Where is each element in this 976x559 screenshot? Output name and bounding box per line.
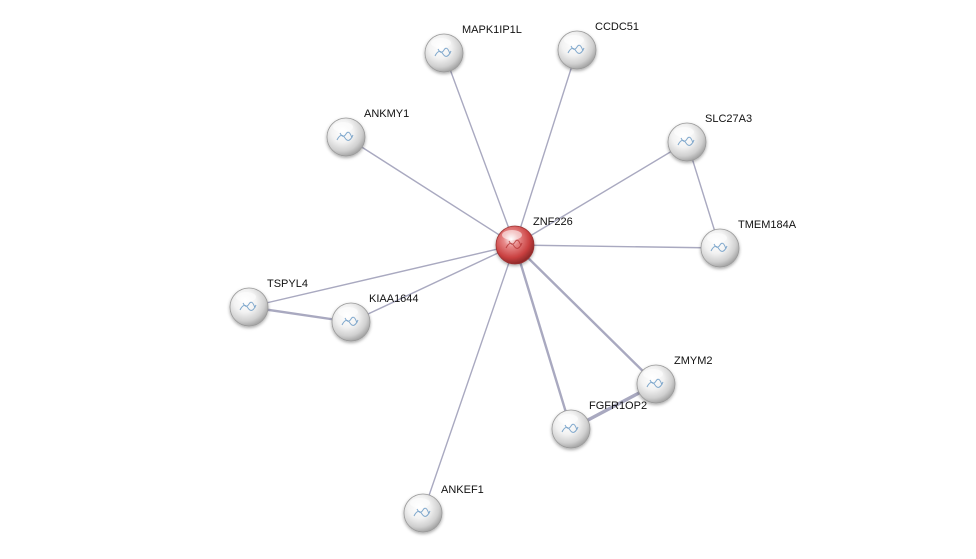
edge-znf226-ankmy1[interactable] xyxy=(345,136,516,246)
node-tmem184a[interactable]: TMEM184A xyxy=(700,219,797,268)
node-label: CCDC51 xyxy=(595,21,639,33)
node-highlight xyxy=(410,498,430,508)
node-highlight xyxy=(558,414,578,424)
protein-structure-icon xyxy=(646,378,664,388)
node-kiaa1644[interactable]: KIAA1644 xyxy=(331,293,419,342)
protein-structure-icon xyxy=(413,507,431,517)
node-label: ANKMY1 xyxy=(364,108,409,120)
node-label: KIAA1644 xyxy=(369,293,419,305)
node-fgfr1op2[interactable]: FGFR1OP2 xyxy=(551,400,647,449)
node-label: ZNF226 xyxy=(533,216,573,228)
node-highlight xyxy=(502,230,522,240)
node-highlight xyxy=(431,38,451,48)
node-tspyl4[interactable]: TSPYL4 xyxy=(229,278,308,327)
protein-structure-icon xyxy=(434,47,452,57)
node-highlight xyxy=(674,127,694,137)
node-label: ANKEF1 xyxy=(441,484,484,496)
node-label: TMEM184A xyxy=(738,219,797,231)
node-highlight xyxy=(333,122,353,132)
node-zmym2[interactable]: ZMYM2 xyxy=(636,355,713,404)
node-ankmy1[interactable]: ANKMY1 xyxy=(326,108,409,157)
edge-znf226-ccdc51[interactable] xyxy=(514,49,578,246)
node-slc27a3[interactable]: SLC27A3 xyxy=(667,113,752,162)
node-label: ZMYM2 xyxy=(674,355,713,367)
protein-structure-icon xyxy=(239,301,257,311)
node-label: SLC27A3 xyxy=(705,113,752,125)
edge-znf226-slc27a3[interactable] xyxy=(514,141,688,246)
edge-znf226-fgfr1op2[interactable] xyxy=(513,243,573,431)
node-ccdc51[interactable]: CCDC51 xyxy=(557,21,639,70)
node-highlight xyxy=(236,292,256,302)
node-mapk1ip1l[interactable]: MAPK1IP1L xyxy=(424,24,522,73)
node-highlight xyxy=(338,307,358,317)
edge-znf226-mapk1ip1l[interactable] xyxy=(443,52,516,246)
node-highlight xyxy=(707,233,727,243)
protein-structure-icon xyxy=(567,44,585,54)
protein-structure-icon xyxy=(561,423,579,433)
node-highlight xyxy=(643,369,663,379)
edge-znf226-tmem184a[interactable] xyxy=(514,244,721,249)
node-label: TSPYL4 xyxy=(267,278,308,290)
node-label: FGFR1OP2 xyxy=(589,400,647,412)
edge-znf226-ankef1[interactable] xyxy=(422,244,516,514)
edge-znf226-kiaa1644[interactable] xyxy=(350,244,516,323)
edge-znf226-zmym2[interactable] xyxy=(513,243,658,386)
edges-layer xyxy=(247,49,721,514)
protein-structure-icon xyxy=(710,242,728,252)
node-label: MAPK1IP1L xyxy=(462,24,522,36)
edge-znf226-tspyl4[interactable] xyxy=(248,244,516,308)
node-znf226[interactable]: ZNF226 xyxy=(495,216,573,265)
protein-structure-icon xyxy=(336,131,354,141)
node-highlight xyxy=(564,35,584,45)
protein-structure-icon xyxy=(341,316,359,326)
node-ankef1[interactable]: ANKEF1 xyxy=(403,484,484,533)
protein-structure-icon xyxy=(505,239,523,249)
protein-structure-icon xyxy=(677,136,695,146)
